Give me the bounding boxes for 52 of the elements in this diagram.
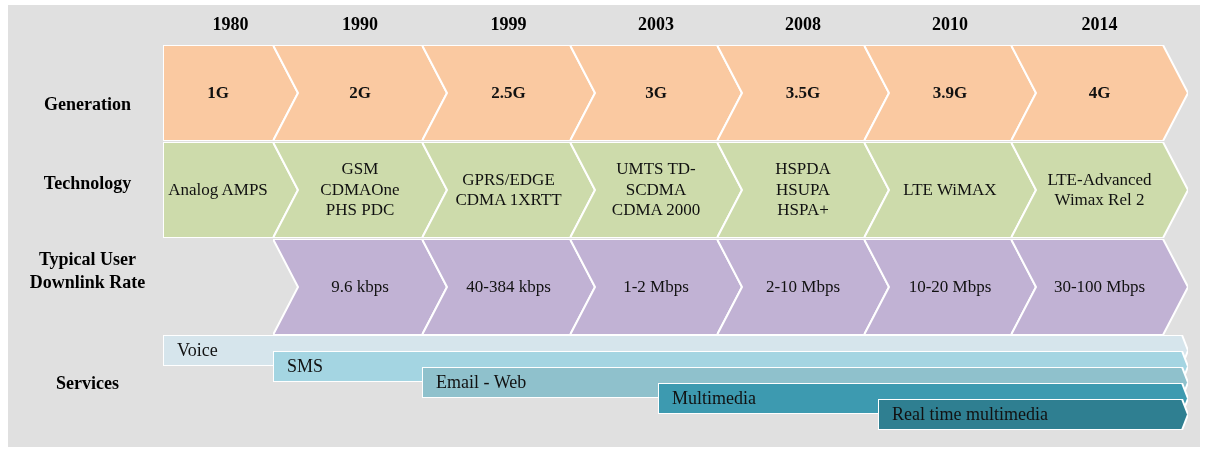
timeline-segment bbox=[864, 45, 1036, 141]
chevron-text: GSM CDMAOne PHS PDC bbox=[319, 159, 401, 221]
timeline-segment bbox=[273, 45, 447, 141]
service-label: SMS bbox=[287, 356, 324, 377]
chevron-text: HSPDA HSUPA HSPA+ bbox=[774, 159, 832, 221]
chevron-text: 10-20 Mbps bbox=[908, 276, 992, 298]
year-label: 2014 bbox=[1080, 14, 1119, 35]
row-header: Technology bbox=[42, 172, 133, 195]
chevron-text: 3.5G bbox=[785, 82, 821, 104]
timeline-segment bbox=[273, 142, 447, 238]
chevron-text: GPRS/EDGE CDMA 1XRTT bbox=[454, 169, 563, 211]
timeline-segment bbox=[570, 239, 742, 335]
year-label: 2003 bbox=[637, 14, 675, 35]
year-label: 1990 bbox=[341, 14, 379, 35]
chevron-text: 2G bbox=[349, 82, 371, 104]
chevron-text: 40-384 kbps bbox=[466, 276, 551, 298]
row-header: Services bbox=[55, 372, 120, 395]
service-label: Email - Web bbox=[436, 372, 527, 393]
timeline-segment bbox=[864, 239, 1036, 335]
timeline-segment bbox=[717, 45, 889, 141]
timeline-segment bbox=[570, 142, 742, 238]
chevron-text: LTE WiMAX bbox=[903, 179, 997, 201]
chevron-text: LTE-Advanced Wimax Rel 2 bbox=[1046, 169, 1153, 211]
chevron-text: 3G bbox=[645, 82, 667, 104]
chevron-text: 3.9G bbox=[932, 82, 968, 104]
chevron-text: UMTS TD-SCDMA CDMA 2000 bbox=[610, 159, 702, 221]
chevron-text: 2.5G bbox=[491, 82, 526, 104]
timeline-segment bbox=[1011, 45, 1188, 141]
timeline-segment bbox=[717, 239, 889, 335]
chevron-text: 2-10 Mbps bbox=[765, 276, 841, 298]
row-header: Generation bbox=[43, 93, 132, 116]
chevron-text: 1-2 Mbps bbox=[623, 276, 689, 298]
year-label: 2008 bbox=[784, 14, 822, 35]
service-label: Voice bbox=[177, 340, 218, 361]
chevron-text: 30-100 Mbps bbox=[1053, 276, 1146, 298]
timeline-segment bbox=[1011, 239, 1188, 335]
year-label: 2010 bbox=[931, 14, 969, 35]
timeline-segment bbox=[864, 142, 1036, 238]
timeline-segment bbox=[422, 45, 595, 141]
timeline-segment bbox=[570, 45, 742, 141]
year-label: 1980 bbox=[211, 14, 250, 35]
service-label: Multimedia bbox=[672, 388, 756, 409]
timeline-segment bbox=[273, 239, 447, 335]
timeline-segment bbox=[422, 142, 595, 238]
row-header: Typical User Downlink Rate bbox=[28, 248, 147, 295]
chevron-text: 9.6 kbps bbox=[331, 276, 389, 298]
chevron-text: 4G bbox=[1088, 82, 1111, 104]
year-label: 1999 bbox=[489, 14, 528, 35]
timeline-segment bbox=[717, 142, 889, 238]
timeline-segment bbox=[422, 239, 595, 335]
timeline-segment bbox=[1011, 142, 1188, 238]
service-label: Real time multimedia bbox=[892, 404, 1048, 425]
